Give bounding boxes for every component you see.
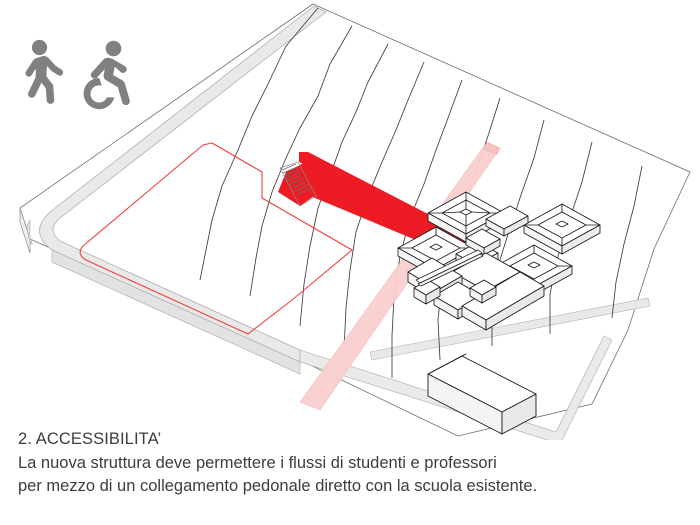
school-corridor xyxy=(485,205,529,237)
gymnasium-bar-building xyxy=(427,353,537,435)
perimeter-road-band xyxy=(26,5,651,440)
caption-line-1: La nuova struttura deve permettere i flu… xyxy=(18,454,497,472)
school-annex xyxy=(469,279,497,304)
new-building-plot-outline xyxy=(79,142,353,335)
school-entrance-link xyxy=(415,249,484,287)
caption-title: 2. ACCESSIBILITA’ xyxy=(18,430,162,448)
school-pavilion xyxy=(523,203,601,255)
school-arm xyxy=(461,271,545,331)
school-pavilion xyxy=(397,226,475,278)
stepped-ramp-hatch xyxy=(281,163,313,195)
axonometric-site-diagram xyxy=(19,3,691,440)
caption-block: 2. ACCESSIBILITA’ La nuova struttura dev… xyxy=(18,430,688,498)
existing-school-complex xyxy=(397,191,601,331)
caption-line-2: per mezzo di un collegamento pedonale di… xyxy=(18,477,538,495)
pedestrian-walking-icon xyxy=(25,39,64,104)
accessibility-pictogram-group xyxy=(14,38,134,110)
wheelchair-accessibility-icon xyxy=(83,40,130,110)
